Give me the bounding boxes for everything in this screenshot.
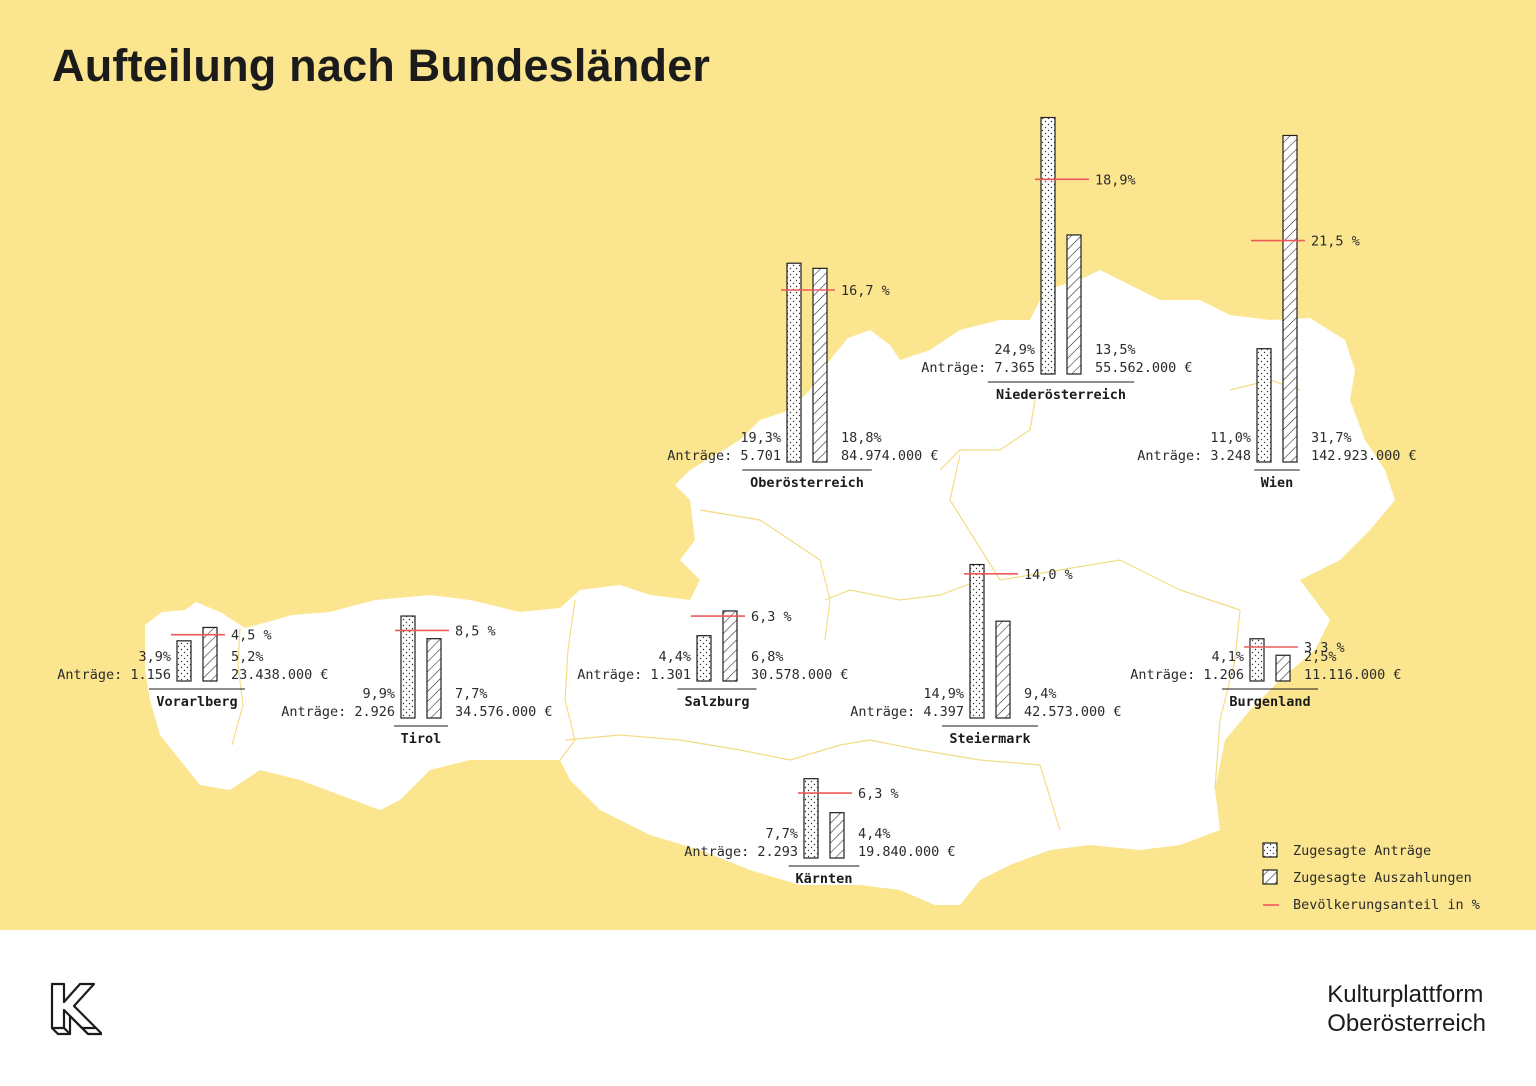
bar-antraege-oberoesterreich <box>786 262 802 463</box>
region-label-burgenland: Burgenland <box>1229 694 1310 710</box>
population-label-oberoesterreich: 16,7 % <box>841 283 890 299</box>
austria-shape <box>145 270 1395 905</box>
bar-antraege-niederoesterreich <box>1040 116 1056 375</box>
chart-bars <box>171 116 1305 859</box>
antraege-count-burgenland: Anträge: 1.206 <box>1130 667 1244 683</box>
bar-antraege-wien <box>1256 348 1272 463</box>
auszahlungen-pct-burgenland: 2,5% <box>1304 649 1337 665</box>
region-label-salzburg: Salzburg <box>684 694 749 710</box>
auszahlungen-eur-wien: 142.923.000 € <box>1311 448 1417 464</box>
auszahlungen-eur-burgenland: 11.116.000 € <box>1304 667 1402 683</box>
antraege-count-oberoesterreich: Anträge: 5.701 <box>667 448 781 464</box>
auszahlungen-eur-salzburg: 30.578.000 € <box>751 667 849 683</box>
antraege-pct-kaernten: 7,7% <box>765 826 798 842</box>
region-label-kaernten: Kärnten <box>796 871 853 887</box>
legend-swatch-zugesagte-antraege <box>1262 842 1278 858</box>
region-label-oberoesterreich: Oberösterreich <box>750 475 864 491</box>
region-label-vorarlberg: Vorarlberg <box>156 694 237 710</box>
bar-auszahlungen-niederoesterreich <box>1066 234 1082 375</box>
brand-name: Kulturplattform Oberösterreich <box>1327 980 1486 1038</box>
antraege-count-niederoesterreich: Anträge: 7.365 <box>921 360 1035 376</box>
auszahlungen-pct-niederoesterreich: 13,5% <box>1095 342 1136 358</box>
bar-auszahlungen-steiermark <box>995 620 1011 719</box>
antraege-pct-steiermark: 14,9% <box>923 686 964 702</box>
auszahlungen-eur-vorarlberg: 23.438.000 € <box>231 667 329 683</box>
antraege-count-tirol: Anträge: 2.926 <box>281 704 395 720</box>
population-label-vorarlberg: 4,5 % <box>231 628 272 644</box>
auszahlungen-pct-salzburg: 6,8% <box>751 649 784 665</box>
brand-line-2: Oberösterreich <box>1327 1010 1486 1037</box>
population-label-kaernten: 6,3 % <box>858 786 899 802</box>
bar-auszahlungen-vorarlberg <box>202 626 218 682</box>
antraege-pct-oberoesterreich: 19,3% <box>740 430 781 446</box>
auszahlungen-pct-wien: 31,7% <box>1311 430 1352 446</box>
auszahlungen-eur-oberoesterreich: 84.974.000 € <box>841 448 939 464</box>
bar-antraege-salzburg <box>696 635 712 682</box>
auszahlungen-pct-oberoesterreich: 18,8% <box>841 430 882 446</box>
auszahlungen-eur-tirol: 34.576.000 € <box>455 704 553 720</box>
population-label-burgenland: 3,3 % <box>1304 640 1345 656</box>
region-label-tirol: Tirol <box>401 731 442 747</box>
bar-auszahlungen-salzburg <box>722 610 738 682</box>
auszahlungen-eur-steiermark: 42.573.000 € <box>1024 704 1122 720</box>
bar-antraege-vorarlberg <box>176 640 192 682</box>
bar-antraege-kaernten <box>803 778 819 859</box>
bar-auszahlungen-tirol <box>426 638 442 719</box>
bar-antraege-burgenland <box>1249 638 1265 682</box>
bar-auszahlungen-burgenland <box>1275 654 1291 682</box>
auszahlungen-pct-tirol: 7,7% <box>455 686 488 702</box>
population-label-steiermark: 14,0 % <box>1024 567 1073 583</box>
bar-auszahlungen-kaernten <box>829 812 845 859</box>
region-label-wien: Wien <box>1261 475 1294 491</box>
bar-antraege-steiermark <box>969 563 985 719</box>
antraege-count-vorarlberg: Anträge: 1.156 <box>57 667 171 683</box>
legend-label-zugesagte-antraege: Zugesagte Anträge <box>1293 843 1431 859</box>
population-label-niederoesterreich: 18,9% <box>1095 172 1136 188</box>
region-label-niederoesterreich: Niederösterreich <box>996 387 1126 403</box>
bar-auszahlungen-wien <box>1282 134 1298 463</box>
auszahlungen-pct-vorarlberg: 5,2% <box>231 649 264 665</box>
antraege-pct-vorarlberg: 3,9% <box>138 649 171 665</box>
legend-label-bevoelkerungsanteil-in-: Bevölkerungsanteil in % <box>1293 897 1480 913</box>
chart-title: Aufteilung nach Bundesländer <box>52 40 711 91</box>
region-label-steiermark: Steiermark <box>949 731 1030 747</box>
bar-antraege-tirol <box>400 615 416 719</box>
legend-label-zugesagte-auszahlungen: Zugesagte Auszahlungen <box>1293 870 1472 886</box>
antraege-pct-wien: 11,0% <box>1210 430 1251 446</box>
antraege-count-steiermark: Anträge: 4.397 <box>850 704 964 720</box>
auszahlungen-eur-niederoesterreich: 55.562.000 € <box>1095 360 1193 376</box>
legend-swatch-zugesagte-auszahlungen <box>1262 869 1278 885</box>
brand-line-1: Kulturplattform <box>1327 981 1484 1008</box>
k-logo-icon <box>50 982 104 1040</box>
population-label-tirol: 8,5 % <box>455 623 496 639</box>
antraege-count-salzburg: Anträge: 1.301 <box>577 667 691 683</box>
bar-auszahlungen-oberoesterreich <box>812 267 828 463</box>
antraege-count-kaernten: Anträge: 2.293 <box>684 844 798 860</box>
antraege-pct-tirol: 9,9% <box>362 686 395 702</box>
chart-labels: 4,5 % 3,9% Anträge: 1.156 5,2% 23.438.000 € V… <box>57 172 1416 887</box>
auszahlungen-eur-kaernten: 19.840.000 € <box>858 844 956 860</box>
austria-map-chart: 4,5 % 3,9% Anträge: 1.156 5,2% 23.438.000 € V… <box>57 116 1480 913</box>
antraege-pct-burgenland: 4,1% <box>1211 649 1244 665</box>
antraege-pct-salzburg: 4,4% <box>658 649 691 665</box>
antraege-pct-niederoesterreich: 24,9% <box>994 342 1035 358</box>
population-label-wien: 21,5 % <box>1311 234 1360 250</box>
auszahlungen-pct-kaernten: 4,4% <box>858 826 891 842</box>
population-label-salzburg: 6,3 % <box>751 609 792 625</box>
auszahlungen-pct-steiermark: 9,4% <box>1024 686 1057 702</box>
chart-panel: Aufteilung nach Bundesländer <box>0 0 1536 930</box>
antraege-count-wien: Anträge: 3.248 <box>1137 448 1251 464</box>
